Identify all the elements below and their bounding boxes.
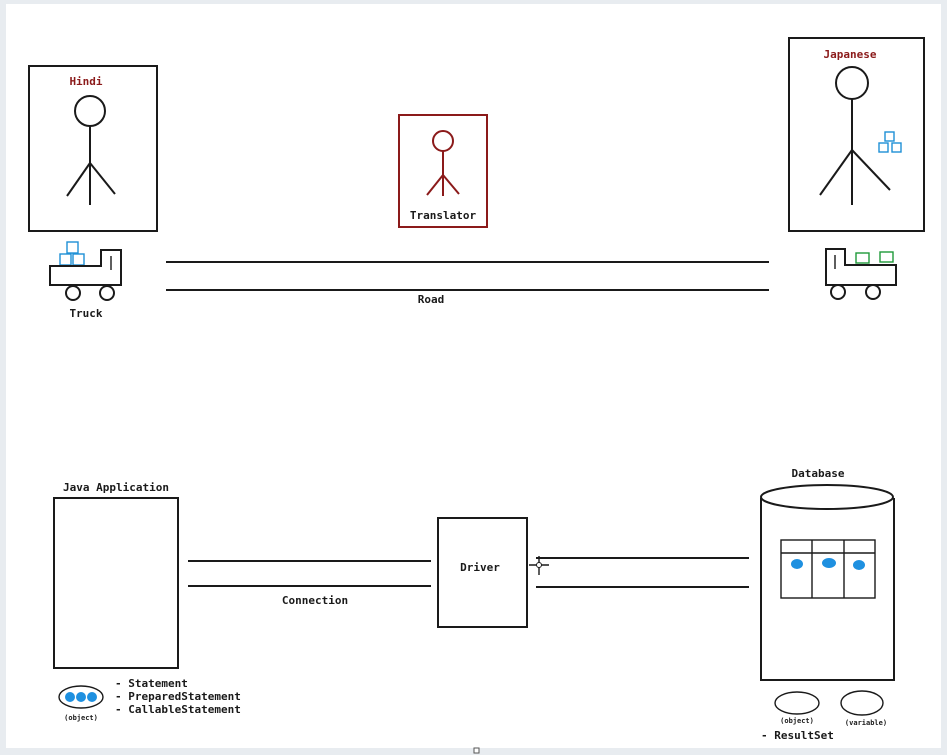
java-application-box xyxy=(53,497,179,669)
statement-object-label: (object) xyxy=(64,714,98,722)
driver-box xyxy=(437,517,528,628)
resultset-variable-icon xyxy=(840,690,884,716)
statement-type-item: - CallableStatement xyxy=(115,703,241,716)
statement-type-item: - Statement xyxy=(115,677,188,690)
crosshair-cursor-icon xyxy=(529,556,549,575)
resize-handle[interactable] xyxy=(473,747,480,754)
database-label: Database xyxy=(792,467,845,480)
left-truck-icon xyxy=(49,241,122,301)
japanese-cargo-boxes-icon xyxy=(878,131,902,153)
japanese-stick-figure-icon xyxy=(819,66,891,205)
connection-lines xyxy=(188,560,431,587)
translator-stick-figure-icon xyxy=(426,130,460,196)
road xyxy=(166,261,769,291)
driver-database-lines xyxy=(536,557,749,588)
truck-label: Truck xyxy=(69,307,102,320)
driver-label: Driver xyxy=(460,561,500,574)
translator-box: Translator xyxy=(398,114,488,228)
hindi-label: Hindi xyxy=(69,75,102,88)
java-application-label: Java Application xyxy=(63,481,169,494)
statement-object-icon xyxy=(58,685,104,709)
connection-label: Connection xyxy=(282,594,348,607)
road-label: Road xyxy=(418,293,445,306)
japanese-label: Japanese xyxy=(824,48,877,61)
statement-types-list: - Statement - PreparedStatement - Callab… xyxy=(115,677,241,716)
hindi-speaker-box: Hindi xyxy=(28,65,158,232)
statement-type-item: - PreparedStatement xyxy=(115,690,241,703)
resultset-object-icon xyxy=(774,691,820,715)
resultset-table xyxy=(780,539,876,599)
japanese-speaker-box: Japanese xyxy=(788,37,925,232)
resultset-label: - ResultSet xyxy=(761,729,834,742)
hindi-stick-figure-icon xyxy=(66,95,116,205)
right-truck-icon xyxy=(825,248,897,300)
resultset-variable-label: (variable) xyxy=(845,719,887,727)
resultset-object-label: (object) xyxy=(780,717,814,725)
database-cylinder-icon xyxy=(760,484,895,681)
translator-label: Translator xyxy=(410,209,477,222)
